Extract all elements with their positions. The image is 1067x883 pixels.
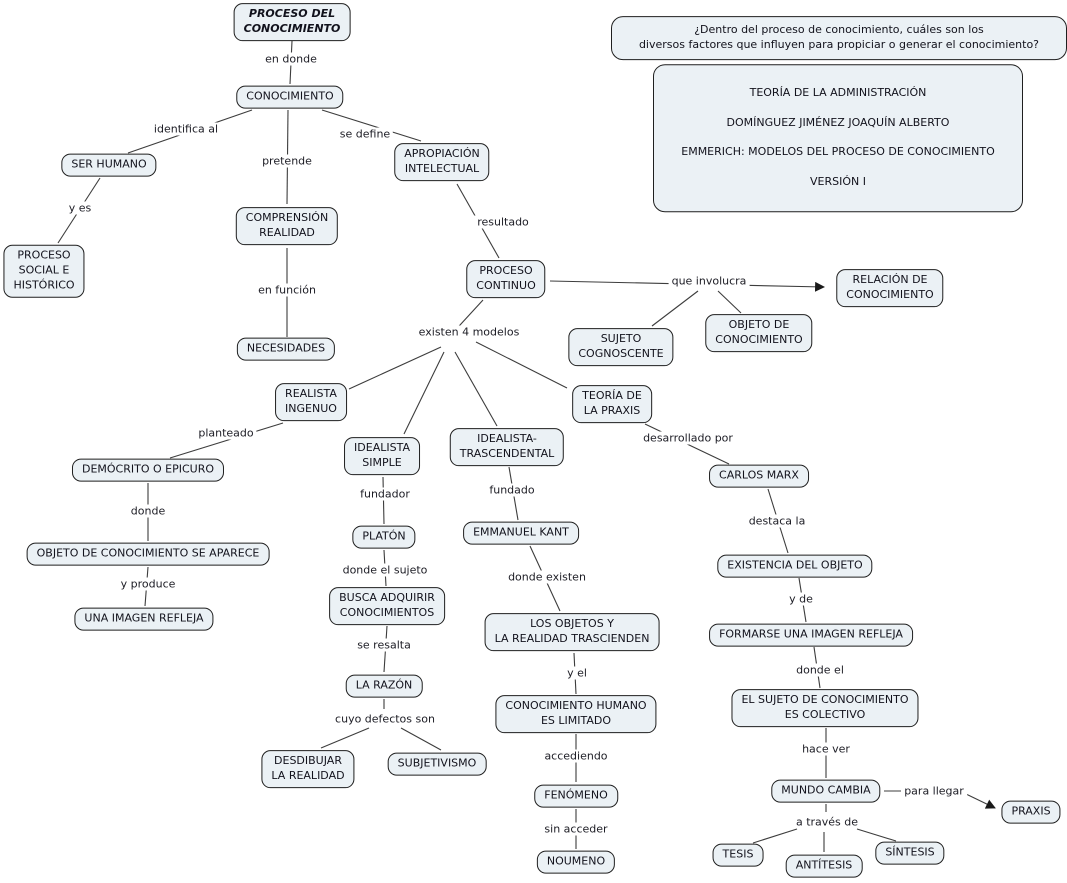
node-conocimiento-humano-limitado[interactable]: CONOCIMIENTO HUMANO ES LIMITADO: [495, 695, 657, 733]
edge-label-a-traves-de[interactable]: a través de: [792, 815, 862, 829]
edge-label-y-produce[interactable]: y produce: [117, 577, 179, 591]
info-line-3: EMMERICH: MODELOS DEL PROCESO DE CONOCIM…: [681, 145, 995, 159]
node-carlos-marx[interactable]: CARLOS MARX: [709, 464, 809, 488]
node-platon[interactable]: PLATÓN: [352, 525, 416, 549]
node-subjetivismo[interactable]: SUBJETIVISMO: [387, 752, 487, 776]
edge-label-hace-ver[interactable]: hace ver: [799, 742, 853, 756]
node-sintesis[interactable]: SÍNTESIS: [875, 841, 945, 865]
edge-label-y-es[interactable]: y es: [65, 201, 95, 215]
edge-label-que-involucra[interactable]: que involucra: [668, 274, 750, 288]
edge-label-y-de[interactable]: y de: [786, 592, 816, 606]
node-objeto-se-aparece[interactable]: OBJETO DE CONOCIMIENTO SE APARECE: [26, 542, 270, 566]
info-line-2: DOMÍNGUEZ JIMÉNEZ JOAQUÍN ALBERTO: [726, 115, 950, 129]
node-mundo-cambia[interactable]: MUNDO CAMBIA: [771, 779, 881, 803]
node-fenomeno[interactable]: FENÓMENO: [534, 784, 618, 808]
edge-label-planteado[interactable]: planteado: [195, 426, 257, 440]
node-desdibujar-la-realidad[interactable]: DESDIBUJAR LA REALIDAD: [261, 750, 355, 788]
edge-label-fundador[interactable]: fundador: [357, 487, 413, 501]
edge-label-sin-acceder[interactable]: sin acceder: [541, 822, 611, 836]
edge-label-donde-el[interactable]: donde el: [793, 663, 847, 677]
edge-label-se-define[interactable]: se define: [336, 127, 394, 141]
info-line-1: TEORÍA DE LA ADMINISTRACIÓN: [749, 86, 927, 100]
node-proceso-social-e-historico[interactable]: PROCESO SOCIAL E HISTÓRICO: [3, 244, 85, 298]
edge-label-donde[interactable]: donde: [127, 504, 169, 518]
node-antitesis[interactable]: ANTÍTESIS: [785, 854, 863, 878]
node-existencia-del-objeto[interactable]: EXISTENCIA DEL OBJETO: [717, 554, 873, 578]
node-realista-ingenuo[interactable]: REALISTA INGENUO: [275, 383, 347, 421]
node-sujeto-colectivo[interactable]: EL SUJETO DE CONOCIMIENTO ES COLECTIVO: [731, 689, 919, 727]
edge-label-cuyo-defectos-son[interactable]: cuyo defectos son: [332, 712, 438, 726]
node-noumeno[interactable]: NOUMENO: [536, 850, 616, 874]
edge-label-identifica-al[interactable]: identifica al: [150, 122, 222, 136]
edge-label-resultado[interactable]: resultado: [474, 215, 532, 229]
node-democrito-o-epicuro[interactable]: DEMÓCRITO O EPICURO: [71, 458, 225, 482]
focus-question-box[interactable]: ¿Dentro del proceso de conocimiento, cuá…: [611, 16, 1067, 60]
node-comprension-realidad[interactable]: COMPRENSIÓN REALIDAD: [235, 207, 339, 245]
node-idealista-simple[interactable]: IDEALISTA SIMPLE: [344, 437, 420, 475]
edge-label-en-funcion[interactable]: en función: [255, 283, 319, 297]
edge-label-y-el[interactable]: y el: [564, 666, 590, 680]
edge-label-existen-4-modelos[interactable]: existen 4 modelos: [415, 325, 523, 339]
edge-label-donde-el-sujeto[interactable]: donde el sujeto: [339, 563, 431, 577]
node-necesidades[interactable]: NECESIDADES: [236, 337, 336, 361]
edge-label-donde-existen[interactable]: donde existen: [505, 570, 589, 584]
info-line-4: VERSIÓN I: [810, 175, 866, 189]
node-busca-adquirir-conocimientos[interactable]: BUSCA ADQUIRIR CONOCIMIENTOS: [329, 587, 445, 625]
node-idealista-trascendental[interactable]: IDEALISTA- TRASCENDENTAL: [449, 428, 565, 466]
edge-label-accediendo[interactable]: accediendo: [541, 749, 611, 763]
node-teoria-de-la-praxis[interactable]: TEORÍA DE LA PRAXIS: [572, 385, 652, 423]
node-proceso-del-conocimiento[interactable]: PROCESO DEL CONOCIMIENTO: [233, 3, 351, 41]
node-la-razon[interactable]: LA RAZÓN: [345, 674, 423, 698]
edge-label-pretende[interactable]: pretende: [259, 154, 315, 168]
node-los-objetos-trascienden[interactable]: LOS OBJETOS Y LA REALIDAD TRASCIENDEN: [484, 613, 660, 651]
node-tesis[interactable]: TESIS: [712, 843, 764, 867]
edge-label-fundado[interactable]: fundado: [486, 483, 538, 497]
node-praxis[interactable]: PRAXIS: [1001, 800, 1061, 824]
node-sujeto-cognoscente[interactable]: SUJETO COGNOSCENTE: [568, 328, 674, 366]
node-ser-humano[interactable]: SER HUMANO: [61, 153, 157, 177]
node-formarse-una-imagen-refleja[interactable]: FORMARSE UNA IMAGEN REFLEJA: [709, 623, 913, 647]
node-relacion-de-conocimiento[interactable]: RELACIÓN DE CONOCIMIENTO: [836, 269, 944, 307]
edge-label-en-donde[interactable]: en donde: [262, 52, 320, 66]
node-conocimiento[interactable]: CONOCIMIENTO: [236, 85, 344, 109]
node-una-imagen-refleja[interactable]: UNA IMAGEN REFLEJA: [74, 607, 214, 631]
info-box[interactable]: TEORÍA DE LA ADMINISTRACIÓN DOMÍNGUEZ JI…: [653, 64, 1023, 212]
edge-label-se-resalta[interactable]: se resalta: [354, 638, 414, 652]
node-apropiacion-intelectual[interactable]: APROPIACIÓN INTELECTUAL: [394, 143, 490, 181]
node-objeto-de-conocimiento[interactable]: OBJETO DE CONOCIMIENTO: [705, 314, 813, 352]
node-proceso-continuo[interactable]: PROCESO CONTINUO: [466, 260, 546, 298]
node-emmanuel-kant[interactable]: EMMANUEL KANT: [463, 521, 579, 545]
edge-label-desarrollado-por[interactable]: desarrollado por: [640, 431, 736, 445]
edge-label-para-llegar[interactable]: para llegar: [901, 784, 967, 798]
edge-label-destaca-la[interactable]: destaca la: [745, 514, 809, 528]
